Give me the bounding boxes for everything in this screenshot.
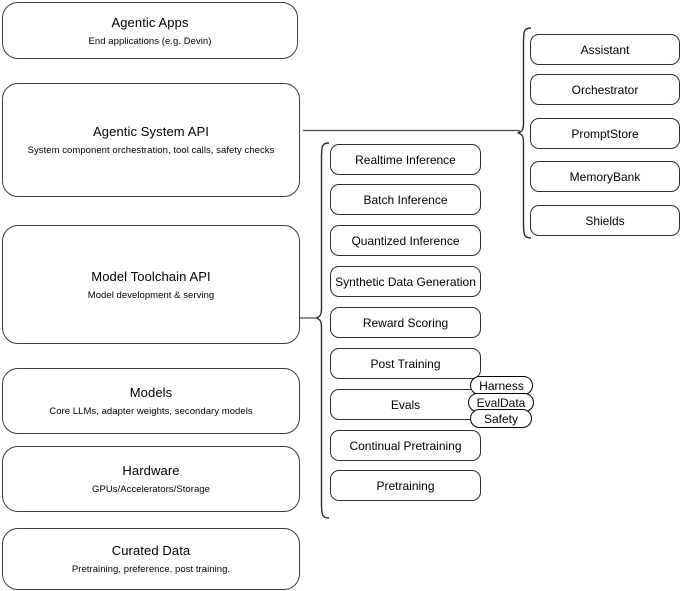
agentic-system-item-label: Orchestrator bbox=[571, 82, 639, 97]
toolchain-item-post-training[interactable]: Post Training bbox=[330, 348, 481, 379]
agentic-system-item-label: MemoryBank bbox=[569, 169, 641, 184]
agentic-system-item-orchestrator[interactable]: Orchestrator bbox=[530, 74, 680, 105]
layer-agentic-system-api[interactable]: Agentic System API System component orch… bbox=[2, 83, 300, 197]
layer-subtitle: GPUs/Accelerators/Storage bbox=[92, 484, 210, 495]
toolchain-item-label: Evals bbox=[390, 397, 421, 412]
toolchain-item-label: Post Training bbox=[370, 356, 441, 371]
layer-title: Agentic Apps bbox=[111, 14, 189, 30]
agentic-system-item-shields[interactable]: Shields bbox=[530, 205, 680, 236]
layer-subtitle: Model development & serving bbox=[87, 289, 215, 301]
agentic-system-item-assistant[interactable]: Assistant bbox=[530, 34, 680, 65]
layer-curated-data[interactable]: Curated Data Pretraining, preference, po… bbox=[2, 528, 300, 590]
toolchain-item-quantized-inference[interactable]: Quantized Inference bbox=[330, 225, 481, 256]
toolchain-item-label: Realtime Inference bbox=[355, 152, 456, 167]
layer-title: Hardware bbox=[122, 463, 180, 478]
toolchain-item-realtime-inference[interactable]: Realtime Inference bbox=[330, 144, 481, 175]
toolchain-item-pretraining[interactable]: Pretraining bbox=[330, 470, 481, 501]
evals-subitem-label: Safety bbox=[483, 411, 519, 426]
layer-title: Models bbox=[129, 385, 173, 400]
layer-models[interactable]: Models Core LLMs, adapter weights, secon… bbox=[2, 368, 300, 434]
toolchain-item-label: Continual Pretraining bbox=[349, 438, 462, 453]
agentic-system-item-label: Shields bbox=[585, 213, 625, 228]
toolchain-item-continual-pretraining[interactable]: Continual Pretraining bbox=[330, 430, 481, 461]
agentic-system-item-promptstore[interactable]: PromptStore bbox=[530, 118, 680, 149]
link-agentic-system-to-components bbox=[303, 129, 520, 133]
layer-title: Agentic System API bbox=[93, 124, 209, 139]
toolchain-item-label: Batch Inference bbox=[363, 192, 448, 207]
middle-brace bbox=[314, 142, 330, 519]
toolchain-item-reward-scoring[interactable]: Reward Scoring bbox=[330, 307, 481, 338]
layer-hardware[interactable]: Hardware GPUs/Accelerators/Storage bbox=[2, 446, 300, 512]
evals-subitem-label: Harness bbox=[479, 378, 524, 393]
layer-title: Model Toolchain API bbox=[91, 268, 211, 284]
layer-subtitle: End applications (e.g. Devin) bbox=[88, 35, 212, 47]
toolchain-item-label: Reward Scoring bbox=[362, 315, 449, 330]
evals-subitem-label: EvalData bbox=[476, 395, 526, 410]
toolchain-item-label: Synthetic Data Generation bbox=[335, 274, 476, 289]
layer-agentic-apps[interactable]: Agentic Apps End applications (e.g. Devi… bbox=[2, 2, 298, 59]
evals-subitem-safety[interactable]: Safety bbox=[470, 409, 532, 428]
layer-model-toolchain-api[interactable]: Model Toolchain API Model development & … bbox=[2, 225, 300, 344]
agentic-system-item-memorybank[interactable]: MemoryBank bbox=[530, 161, 680, 192]
layer-subtitle: System component orchestration, tool cal… bbox=[27, 145, 275, 156]
layer-title: Curated Data bbox=[111, 543, 191, 558]
toolchain-item-label: Quantized Inference bbox=[351, 233, 460, 248]
layer-subtitle: Core LLMs, adapter weights, secondary mo… bbox=[49, 406, 253, 417]
layer-subtitle: Pretraining, preference, post training. bbox=[71, 564, 231, 575]
agentic-system-item-label: PromptStore bbox=[571, 126, 639, 141]
toolchain-item-label: Pretraining bbox=[376, 478, 435, 493]
toolchain-item-evals[interactable]: Evals bbox=[330, 389, 481, 420]
toolchain-item-synthetic-data-generation[interactable]: Synthetic Data Generation bbox=[330, 266, 481, 297]
toolchain-item-batch-inference[interactable]: Batch Inference bbox=[330, 184, 481, 215]
agentic-system-item-label: Assistant bbox=[580, 42, 630, 57]
